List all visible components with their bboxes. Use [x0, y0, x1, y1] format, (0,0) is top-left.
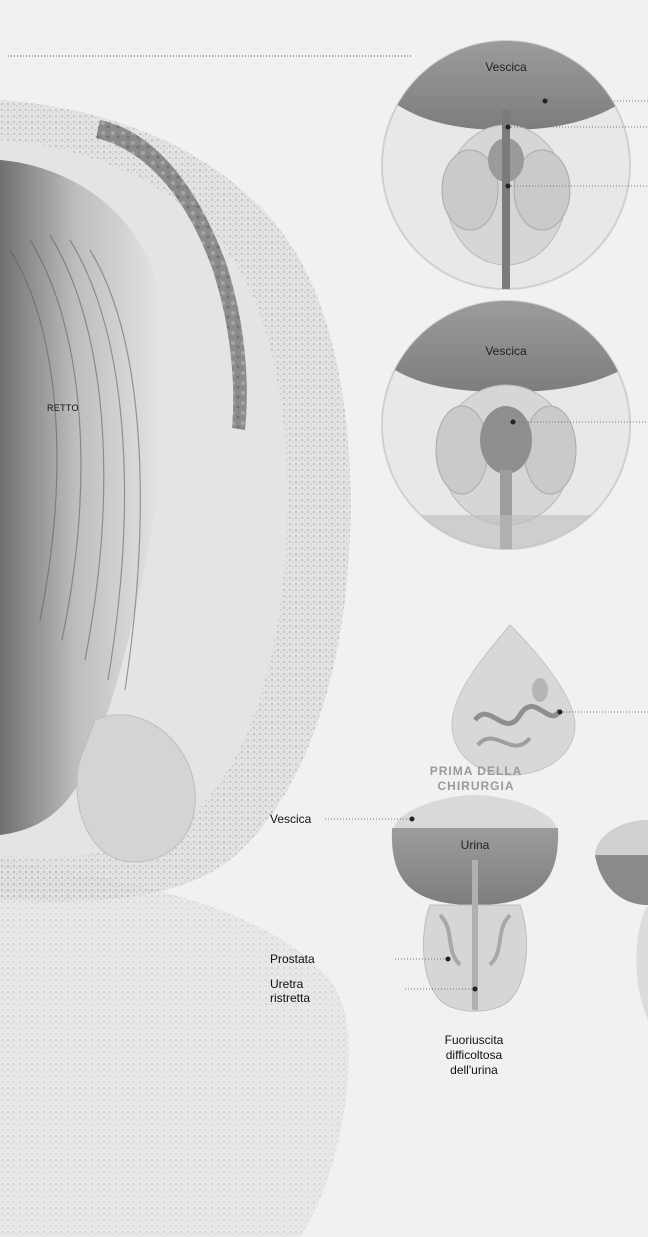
urine-label: Urina	[445, 838, 505, 852]
urethra-line-2: ristretta	[270, 991, 310, 1005]
bladder-side-label: Vescica	[270, 812, 311, 826]
caption-line-3: dell'urina	[419, 1063, 529, 1078]
outflow-caption: Fuoriuscita difficoltosa dell'urina	[419, 1033, 529, 1078]
caption-line-1: Fuoriuscita	[419, 1033, 529, 1048]
post-surgery-figure-partial	[595, 820, 648, 1020]
pre-surgery-figure	[392, 795, 558, 1011]
top-circle-title: Vescica	[466, 60, 546, 74]
prostate-side-label: Prostata	[270, 952, 315, 966]
rectum-label: RETTO	[47, 403, 79, 413]
heading-line-2: CHIRURGIA	[406, 779, 546, 794]
pre-surgery-heading: PRIMA DELLA CHIRURGIA	[406, 764, 546, 794]
caption-line-2: difficoltosa	[419, 1048, 529, 1063]
top-detail-circle	[370, 40, 648, 290]
prostate-drop-detail	[452, 625, 575, 775]
pelvis-cross-section	[0, 100, 351, 1237]
middle-circle-title: Vescica	[466, 344, 546, 358]
middle-detail-circle	[370, 300, 648, 560]
urethra-label: Uretra ristretta	[270, 977, 310, 1005]
heading-line-1: PRIMA DELLA	[406, 764, 546, 779]
urethra-line-1: Uretra	[270, 977, 310, 991]
